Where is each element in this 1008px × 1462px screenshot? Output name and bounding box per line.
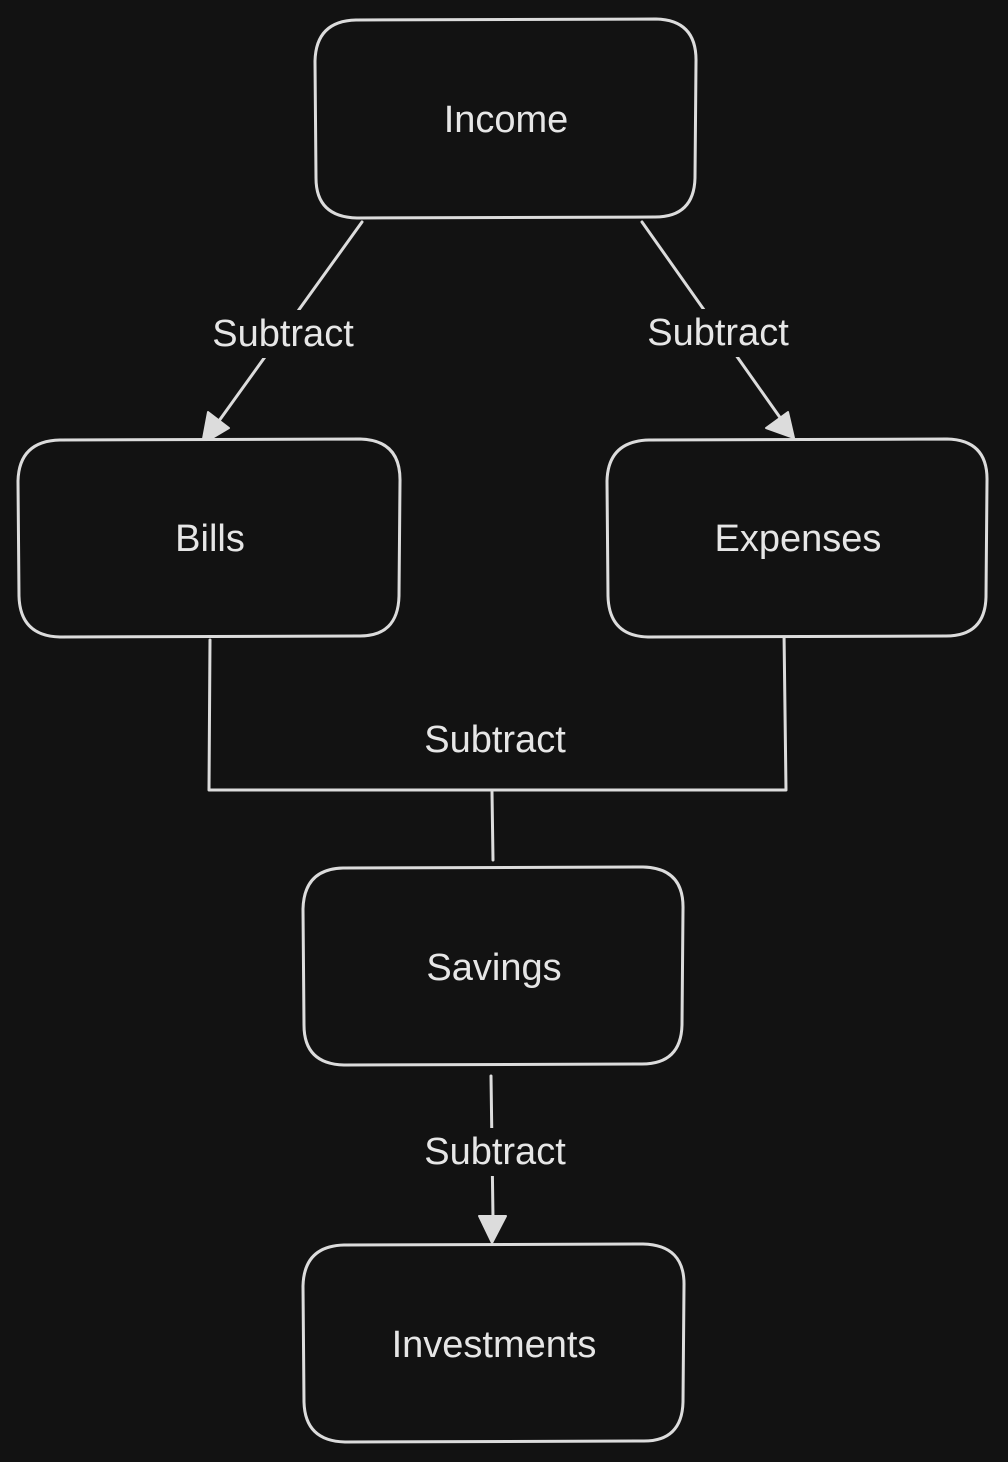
node-box [301, 1242, 686, 1444]
edge-bills-expenses-to-savings: Subtract [207, 630, 788, 862]
node-expenses[interactable]: Expenses [605, 437, 989, 639]
edge-label-income-bills: Subtract [212, 313, 354, 355]
edge-label-background [640, 309, 796, 357]
node-label-bills: Bills [175, 518, 245, 560]
node-label-savings: Savings [426, 947, 561, 989]
edge-income-to-bills: Subtract [201, 220, 364, 445]
edge-line-from-bills [207, 638, 495, 792]
node-box [301, 865, 685, 1067]
arrow-head [201, 411, 230, 445]
node-box [313, 17, 698, 220]
edge-savings-to-investments: Subtract [418, 1074, 572, 1244]
edge-income-to-expenses: Subtract [640, 220, 796, 439]
edge-line-from-expenses [491, 630, 788, 792]
edge-line-to-savings [490, 790, 495, 862]
node-savings[interactable]: Savings [301, 865, 685, 1067]
node-label-income: Income [444, 99, 569, 141]
edge-label-savings-investments: Subtract [424, 1131, 566, 1173]
edge-label-income-expenses: Subtract [647, 312, 789, 354]
node-label-expenses: Expenses [715, 518, 882, 560]
edge-label-bills-expenses-savings: Subtract [424, 719, 566, 761]
edge-label-background [206, 310, 360, 358]
node-box [605, 437, 989, 639]
node-box [16, 437, 402, 639]
edge-label-background [418, 1128, 572, 1176]
arrow-head [765, 411, 795, 439]
node-bills[interactable]: Bills [16, 437, 402, 639]
node-investments[interactable]: Investments [301, 1242, 686, 1444]
arrow-head [478, 1215, 507, 1244]
node-label-investments: Investments [392, 1324, 597, 1366]
node-income[interactable]: Income [313, 17, 698, 220]
